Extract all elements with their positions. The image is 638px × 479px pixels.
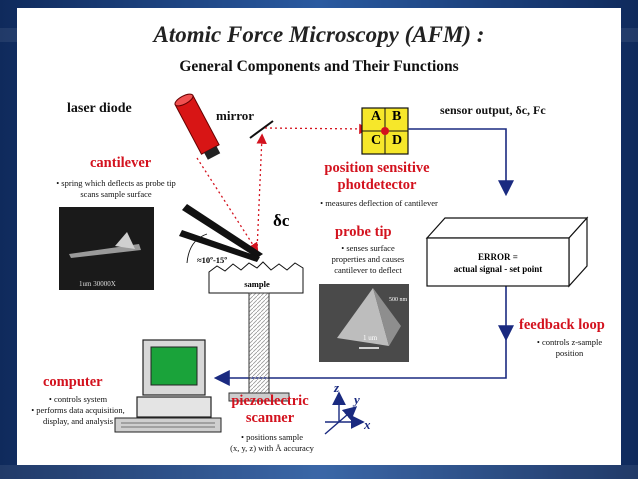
delta-c-label: δc (273, 211, 290, 230)
photodetector-desc: • measures deflection of cantilever (320, 198, 438, 208)
computer-desc: • controls system • performs data acquis… (19, 394, 137, 427)
laser-diode (174, 93, 221, 160)
error-box (425, 216, 589, 288)
cantilever-micrograph (59, 207, 154, 290)
angle-arc (186, 233, 208, 264)
scanner-title: piezoelectric scanner (225, 393, 315, 427)
error-line: ERROR = (478, 252, 518, 262)
error-box-text: ERROR = actual signal - set point (428, 251, 568, 275)
footer-band (0, 465, 638, 479)
error-line: actual signal - set point (453, 264, 543, 274)
axis-y-label: y (354, 392, 360, 407)
computer-desc-line: • performs data acquisition, (31, 405, 125, 415)
photodetector-title-line: position sensitive (324, 160, 430, 176)
laser-beam-incident (196, 157, 259, 254)
mirror (249, 120, 274, 139)
photodetector-title: position sensitive photdetector (315, 160, 439, 194)
probe-tip-desc-line: properties and causes (331, 254, 405, 264)
feedback-loop-desc: • controls z-sample position (522, 337, 617, 359)
sample-surface (208, 261, 304, 294)
scanner-title-line: scanner (245, 410, 295, 426)
sensor-signal-line (408, 128, 514, 197)
xyz-axes (324, 391, 365, 435)
cantilever-desc: • spring which deflects as probe tip sca… (51, 178, 181, 200)
quadrant-d: D (392, 133, 403, 148)
slide-canvas: Atomic Force Microscopy (AFM) : General … (17, 8, 621, 465)
quadrant-b: B (392, 109, 402, 124)
probe-tip-desc-line: • senses surface (341, 243, 395, 253)
feedback-desc-line: • controls z-sample (536, 337, 603, 347)
quadrant-a: A (371, 109, 382, 124)
scanner-desc-line: • positions sample (240, 432, 303, 442)
cantilever-title: cantilever (90, 155, 152, 171)
laser-beam-reflected (256, 133, 267, 252)
mirror-label: mirror (216, 108, 255, 123)
afm-diagram (59, 93, 589, 435)
cantilever-beam-upper (182, 204, 263, 258)
computer-title: computer (43, 374, 103, 390)
probe-tip-desc-line: cantilever to deflect (334, 265, 402, 275)
feedback-desc-line: position (555, 348, 584, 358)
angle-label: ≈10º-15º (197, 255, 228, 265)
photodetector (361, 107, 409, 155)
cantilever-desc-line: scans sample surface (80, 189, 152, 199)
piezo-column (248, 292, 270, 394)
scanner-desc: • positions sample (x, y, z) with Å accu… (217, 432, 327, 454)
control-line (213, 338, 507, 386)
photodetector-title-line: photdetector (337, 177, 417, 193)
page-subtitle: General Components and Their Functions (179, 58, 459, 75)
cantilever-desc-line: • spring which deflects as probe tip (56, 178, 176, 188)
page-title: Atomic Force Microscopy (AFM) : (153, 22, 485, 47)
sample-label: sample (244, 279, 270, 289)
feedback-loop-title: feedback loop (519, 317, 605, 333)
axis-x-label: x (364, 417, 371, 432)
probe-tip-micrograph (319, 284, 409, 362)
probe-scale-bar-1: 1 um (363, 334, 378, 342)
axis-z-label: z (334, 380, 340, 395)
computer-illustration (114, 339, 222, 433)
micro-scale-label: 1um 30000X (79, 280, 116, 288)
scanner-desc-line: (x, y, z) with Å accuracy (230, 443, 314, 453)
computer-desc-line: display, and analysis (42, 416, 114, 426)
quadrant-c: C (371, 133, 382, 148)
scanner-title-line: piezoelectric (231, 393, 309, 409)
piezo-base (228, 392, 290, 402)
sensor-output-label: sensor output, δc, Fc (440, 103, 546, 117)
laser-diode-label: laser diode (67, 101, 132, 116)
probe-scale-bar-2: 500 nm (389, 297, 408, 303)
computer-desc-line: • controls system (48, 394, 108, 404)
probe-tip-title: probe tip (335, 224, 392, 240)
probe-tip-desc: • senses surface properties and causes c… (313, 243, 423, 276)
laser-beam-to-detector (264, 123, 370, 135)
